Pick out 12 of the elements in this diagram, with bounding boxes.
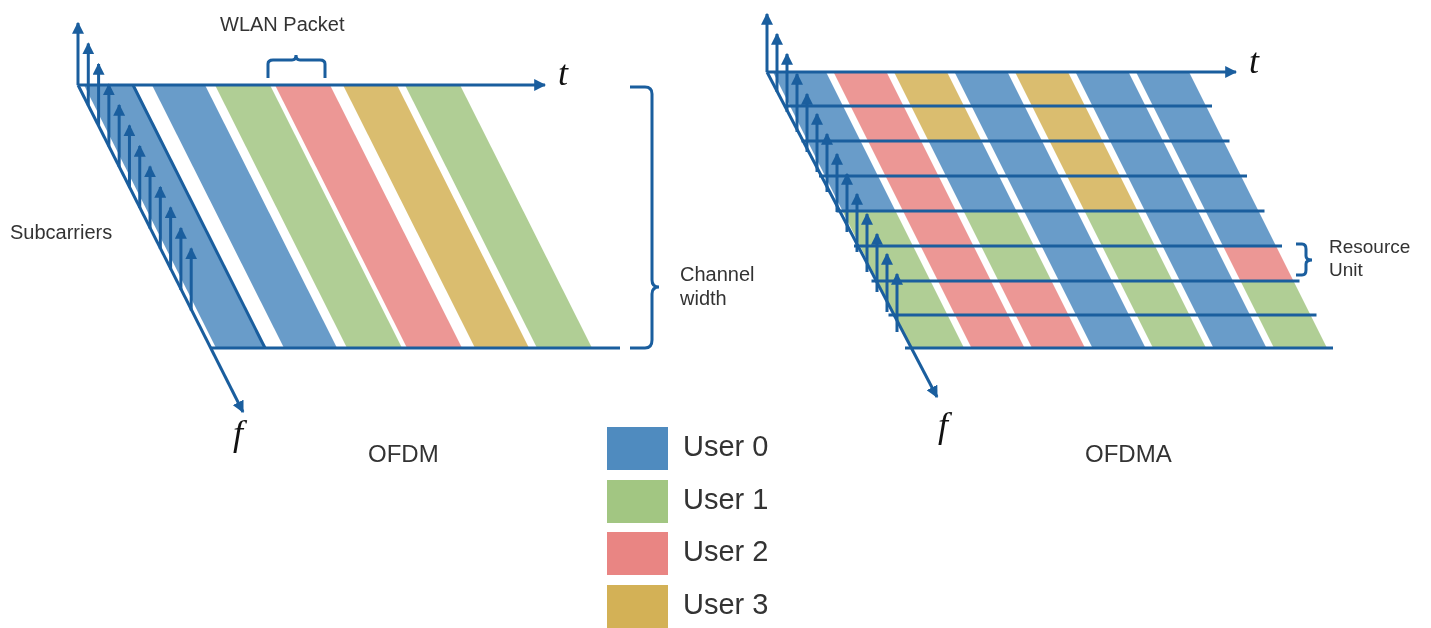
axis-label: t: [1249, 40, 1259, 82]
panel-title: OFDMA: [1085, 440, 1172, 469]
callout-text: Resource Unit: [1329, 236, 1412, 282]
legend-label: User 1: [683, 482, 769, 516]
callout-text: Subcarriers: [10, 220, 113, 244]
axis-label: t: [558, 52, 568, 94]
legend-label: User 2: [683, 535, 769, 569]
callout-text: WLAN Packet: [220, 12, 345, 36]
legend-label: User 0: [683, 430, 769, 463]
panel-title: OFDM: [368, 440, 439, 469]
callout-text: Channel width: [680, 262, 756, 310]
legend-label: User 3: [683, 588, 769, 622]
